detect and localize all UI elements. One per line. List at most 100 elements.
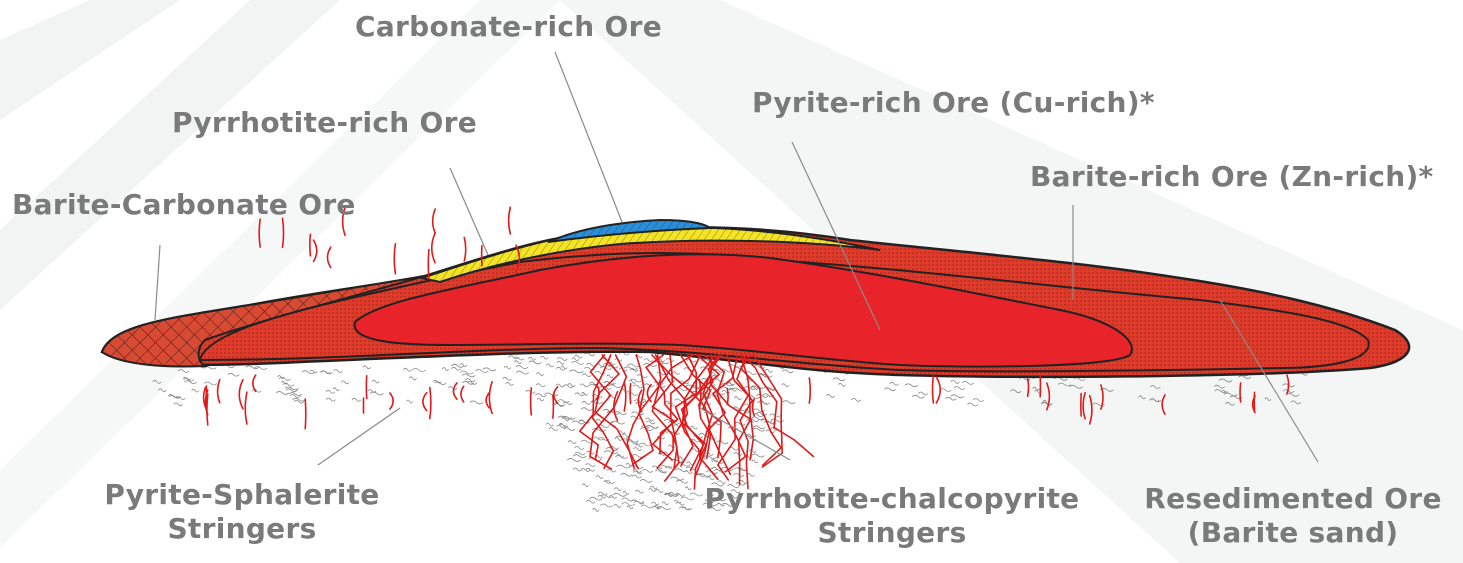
stringer-vein [727,388,728,404]
speckle [568,384,575,387]
speckle [640,479,652,482]
speckle [918,392,927,395]
speckle [632,412,644,415]
speckle [546,364,553,367]
speckle [333,388,339,391]
speckle [451,367,460,370]
speckle [504,366,510,369]
speckle [537,398,543,401]
speckle [370,392,383,395]
speckle [632,475,641,478]
speckle [706,477,714,480]
speckle [633,448,641,451]
speckle [851,398,860,401]
speckle [557,358,567,361]
speckle [569,370,583,373]
speckle [662,502,668,505]
stringer-vein [1240,383,1241,402]
speckle [558,400,569,403]
speckle [204,382,217,385]
speckle [954,387,965,390]
speckle [613,493,626,496]
speckle [652,502,659,505]
speckle [412,369,425,372]
speckle [672,459,684,462]
stringer-vein [253,375,256,391]
stringer-vein [314,240,317,261]
speckle [556,367,565,370]
label-barite-carbonate-ore: Barite-Carbonate Ore [12,188,356,222]
speckle [541,356,548,359]
speckle [633,385,643,388]
label-pyrrhotite-chalcopyrite-line1: Pyrrhotite-chalcopyrite [682,482,1102,516]
speckle [573,455,586,458]
label-carbonate-rich-ore: Carbonate-rich Ore [355,10,662,44]
speckle [582,392,588,395]
speckle [442,368,448,371]
speckle [580,384,588,387]
speckle [666,431,680,434]
speckle [536,384,545,387]
speckle [621,473,632,476]
speckle [475,370,488,373]
stringer-vein [1028,378,1029,396]
speckle [611,421,625,424]
speckle [590,497,603,500]
speckle [460,371,473,374]
speckle [643,469,653,472]
speckle [582,401,591,404]
speckle [635,490,643,493]
speckle [622,503,635,506]
speckle [627,506,633,509]
stringer-vein [394,244,395,274]
speckle [581,408,592,411]
speckle [641,505,653,508]
stringer-vein [239,380,243,409]
speckle [596,476,603,479]
stringer-vein [327,247,330,267]
stringer-vein [630,384,631,404]
speckle [646,421,655,424]
speckle [561,366,567,369]
speckle [752,417,764,420]
speckle [666,401,674,404]
speckle [575,447,584,450]
stringer-vein [432,233,435,263]
speckle [586,468,595,471]
speckle [749,450,756,453]
speckle [967,403,977,406]
stringer-vein [423,393,427,411]
speckle [582,374,591,377]
label-pyrite-sphalerite-stringers: Pyrite-Sphalerite Stringers [92,478,392,545]
speckle [782,384,789,387]
speckle [833,378,845,381]
speckle [403,368,411,371]
speckle [555,404,564,407]
speckle [782,370,793,373]
speckle [573,468,582,471]
stringer-vein [624,382,626,411]
speckle [951,380,960,383]
stringer-vein [461,386,464,402]
stringer-vein [310,234,311,255]
speckle [503,377,511,380]
speckle [600,504,613,507]
stringer-vein [509,207,511,234]
speckle [629,380,635,383]
speckle [734,473,744,476]
speckle [604,451,618,454]
speckle [751,454,764,457]
speckle [451,364,464,367]
speckle [644,359,653,362]
speckle [734,397,741,400]
label-resedimented-line2: (Barite sand) [1128,516,1458,550]
speckle [174,403,183,406]
speckle [483,368,496,371]
feeder-vein [718,355,748,480]
speckle [283,383,294,386]
speckle [636,444,643,447]
speckle [752,460,758,463]
speckle [516,371,529,374]
speckle [192,389,199,392]
speckle [572,421,584,424]
